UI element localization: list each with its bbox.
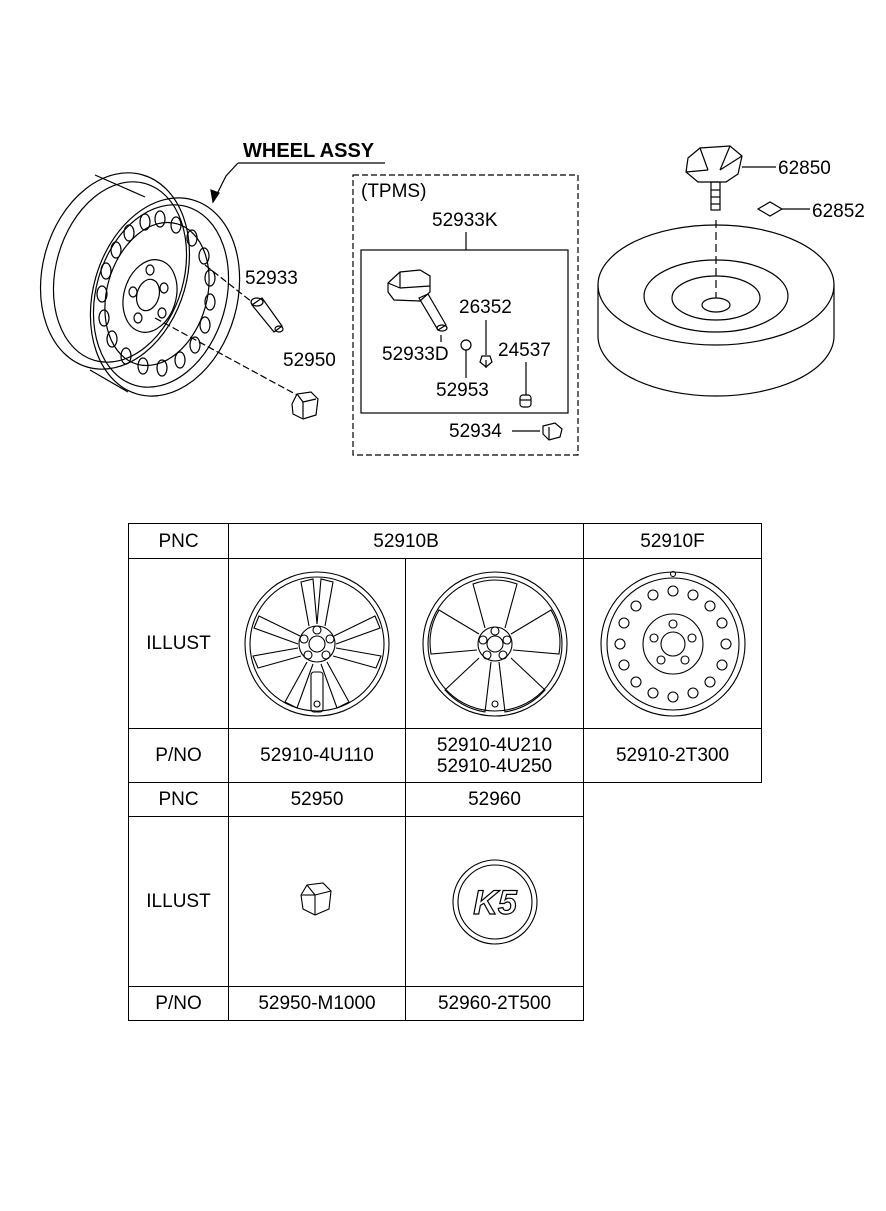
label-52933K: 52933K <box>432 210 498 231</box>
pno-52950-M1000: 52950-M1000 <box>228 986 406 1021</box>
pnc-52910F: 52910F <box>583 523 763 559</box>
label-52934: 52934 <box>449 421 502 442</box>
pno-52910-4U250: 52910-4U250 <box>436 755 553 777</box>
empty-cell <box>584 817 762 987</box>
wheel-assy-title: WHEEL ASSY <box>243 140 375 162</box>
pnc-52960: 52960 <box>404 782 585 817</box>
illust-hub-cap-emblem: K5 <box>404 816 585 987</box>
exploded-diagram: WHEEL ASSY <box>39 140 865 456</box>
label-52953: 52953 <box>436 380 489 401</box>
seal-drawing <box>460 339 472 351</box>
illust-alloy-wheel-b <box>404 558 585 729</box>
label-24537: 24537 <box>498 340 551 361</box>
pno-52910-2T300: 52910-2T300 <box>583 728 763 783</box>
valve-stem-drawing <box>204 264 284 333</box>
spare-tire-drawing <box>597 220 835 397</box>
label-52933: 52933 <box>245 268 298 289</box>
emblem-text: K5 <box>473 884 518 922</box>
steel-wheel-drawing <box>39 172 241 397</box>
label-62850: 62850 <box>778 158 831 179</box>
pnc-52950: 52950 <box>228 782 406 817</box>
table-row-pnc-1: PNC 52910B 52910F <box>128 523 763 559</box>
pno-52960-2T500: 52960-2T500 <box>404 986 585 1021</box>
pnc-52910B: 52910B <box>227 523 585 559</box>
lug-nut-drawing <box>154 317 319 420</box>
alloy-wheel-a-icon <box>244 570 390 717</box>
label-52933D: 52933D <box>382 344 449 365</box>
label-52950: 52950 <box>283 350 336 371</box>
label-62852: 62852 <box>812 201 865 222</box>
screw-drawing <box>479 355 493 368</box>
title-arrowhead <box>210 189 220 204</box>
tpms-dashed-box <box>352 174 579 456</box>
pno-header-2: P/NO <box>128 986 229 1021</box>
pno-52910-4U110: 52910-4U110 <box>228 728 406 783</box>
alloy-wheel-b-icon <box>421 570 568 717</box>
pno-52910-4U210: 52910-4U210 <box>436 734 553 756</box>
steel-wheel-icon <box>599 570 746 717</box>
table-row-illust-1: ILLUST <box>128 558 763 729</box>
parts-table: PNC 52910B 52910F ILLUST <box>128 523 763 1021</box>
pno-52910-4U210-4U250: 52910-4U210 52910-4U250 <box>404 728 585 783</box>
label-tag-drawing <box>756 201 784 217</box>
valve-cap-drawing <box>542 422 563 441</box>
illust-header-1: ILLUST <box>128 558 229 729</box>
empty-cell <box>584 987 762 1021</box>
empty-cell <box>584 783 762 817</box>
pnc-header-1: PNC <box>128 523 229 559</box>
lug-nut-icon <box>300 881 332 916</box>
tpms-label: (TPMS) <box>361 181 426 202</box>
label-26352: 26352 <box>459 297 512 318</box>
table-row-pno-1: P/NO 52910-4U110 52910-4U210 52910-4U250… <box>128 728 763 783</box>
illust-header-2: ILLUST <box>128 816 229 987</box>
table-row-illust-2: ILLUST K5 <box>128 816 762 987</box>
hold-down-bolt-drawing <box>685 145 743 211</box>
pnc-header-2: PNC <box>128 782 229 817</box>
illust-alloy-wheel-a <box>228 558 406 729</box>
tpms-kit-box <box>360 249 569 414</box>
tpms-sensor-drawing <box>387 269 448 332</box>
illust-lug-nut <box>228 816 406 987</box>
k5-emblem-icon: K5 <box>451 858 538 945</box>
pno-header-1: P/NO <box>128 728 229 783</box>
table-row-pno-2: P/NO 52950-M1000 52960-2T500 <box>128 986 762 1021</box>
illust-steel-wheel <box>583 558 763 729</box>
table-row-pnc-2: PNC 52950 52960 <box>128 782 762 817</box>
grommet-drawing <box>519 394 532 408</box>
